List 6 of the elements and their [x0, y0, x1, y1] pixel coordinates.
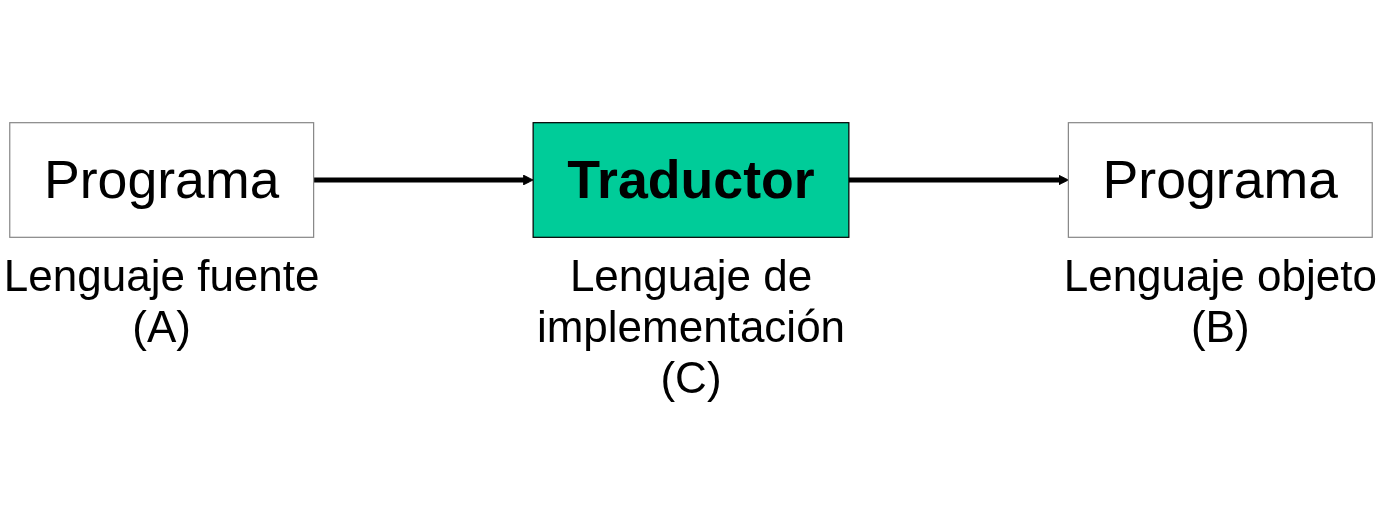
process-box: Programa — [9, 122, 315, 238]
process-box: Traductor — [532, 122, 850, 238]
node-caption: Lenguaje objeto (B) — [1062, 251, 1378, 353]
node-caption: Lenguaje de implementación (C) — [535, 251, 847, 404]
process-box: Programa — [1067, 122, 1373, 238]
node-caption: Lenguaje fuente (A) — [2, 251, 321, 353]
